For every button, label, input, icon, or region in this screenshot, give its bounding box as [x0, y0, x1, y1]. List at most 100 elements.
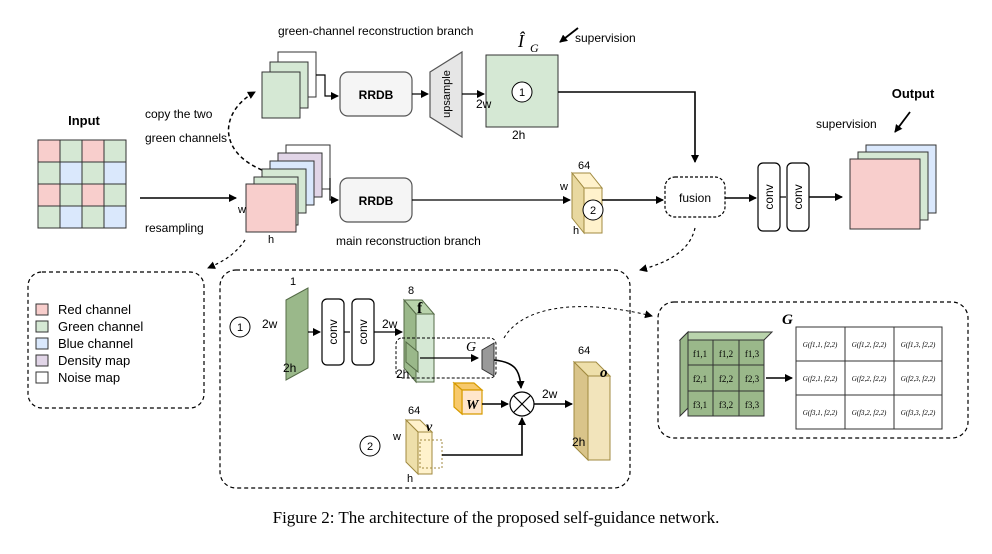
green-to-rrdb-arrow	[316, 74, 339, 100]
output-label: Output	[892, 86, 935, 101]
g-panel-title: G	[782, 312, 793, 328]
g-to-mul-arrow	[493, 359, 525, 389]
slice-2w-label: 2w	[262, 317, 278, 331]
g-block	[481, 342, 495, 377]
f-cell-2-2: f3,3	[745, 400, 760, 410]
g-cell-2-1: G(f3,2, f2,2)	[852, 409, 887, 417]
supervision-arrow-out	[894, 111, 911, 133]
stack-to-rrdb-arrow	[329, 178, 339, 204]
circle-2-detail-label: 2	[367, 441, 373, 453]
legend-swatch-1	[35, 320, 49, 333]
g-cell-0-0: G(f1,1, f2,2)	[803, 341, 838, 349]
v-to-mul-arrow	[442, 417, 526, 456]
g-label-detail: G	[466, 340, 476, 355]
multiply-x2	[513, 395, 531, 413]
rrdb-green-label: RRDB	[359, 88, 394, 102]
g-cell-2-2: G(f3,3, f2,2)	[901, 409, 936, 417]
fusion-box	[664, 176, 726, 218]
legend-label-4: Noise map	[58, 370, 120, 385]
to-legend-dashed	[207, 239, 246, 269]
copy-label-2: green channels	[145, 131, 227, 145]
figure-caption: Figure 2: The architecture of the propos…	[272, 508, 720, 527]
o-label: o	[600, 365, 608, 381]
upsample-label: upsample	[441, 70, 453, 118]
f-cell-1-2: f2,3	[745, 374, 760, 384]
f-cell-2-1: f3,2	[719, 400, 733, 410]
fusion-label: fusion	[679, 191, 711, 205]
f-2h-label: 2h	[396, 367, 409, 381]
conv-detail-2-label: conv	[356, 319, 370, 344]
circle-1-detail-label: 1	[237, 322, 243, 334]
v-patch-dashed	[419, 439, 443, 469]
v-64-label: 64	[408, 405, 420, 417]
legend-label-3: Density map	[58, 353, 130, 368]
o-cube	[572, 360, 612, 462]
g-grid: G(f1,1, f2,2) G(f1,2, f2,2) G(f1,3, f2,2…	[795, 326, 943, 430]
circle-2-top	[582, 199, 604, 221]
input-w: w	[237, 204, 246, 216]
legend: Red channel Green channel Blue channel D…	[35, 302, 143, 385]
legend-swatch-3	[35, 354, 49, 367]
g-cell-1-2: G(f2,3, f2,2)	[901, 375, 936, 383]
o-2w-label: 2w	[542, 387, 558, 401]
slice-1-label: 1	[290, 276, 296, 288]
g-cell-1-1: G(f2,2, f2,2)	[852, 375, 887, 383]
legend-panel	[27, 271, 205, 409]
v-w-label: w	[392, 431, 401, 443]
g-cell-0-2: G(f1,3, f2,2)	[901, 341, 936, 349]
output-stack	[849, 144, 937, 230]
legend-label-2: Blue channel	[58, 336, 133, 351]
o-64-label: 64	[578, 345, 590, 357]
input-slice	[285, 287, 309, 381]
cube-64-label: 64	[578, 160, 590, 172]
conv-top-1-label: conv	[762, 184, 776, 209]
g-cell-2-0: G(f3,1, f2,2)	[803, 409, 838, 417]
ig-hat-label: Î	[517, 30, 526, 51]
legend-swatch-0	[35, 303, 49, 316]
ig-to-fusion-arrow	[558, 91, 699, 163]
v-label: v	[426, 420, 433, 435]
conv-top-2-label: conv	[791, 184, 805, 209]
f-cell-2-0: f3,1	[693, 400, 707, 410]
ig-sub-label: G	[530, 41, 539, 55]
circle-1-top-label: 1	[519, 87, 525, 99]
ig-2w: 2w	[476, 97, 492, 111]
legend-swatch-4	[35, 371, 49, 384]
input-stack	[245, 144, 331, 233]
upsample-block	[429, 50, 463, 139]
v-cube	[404, 418, 434, 476]
to-detail-dashed	[639, 227, 696, 273]
resampling-label: resampling	[145, 221, 204, 235]
input-label: Input	[68, 113, 100, 128]
architecture-diagram: Input resampling copy the two green chan…	[27, 24, 969, 489]
main-branch-label: main reconstruction branch	[336, 234, 481, 248]
bayer-grid	[37, 139, 127, 229]
copy-dashed-arc	[227, 91, 263, 171]
green-stack	[261, 51, 317, 119]
circle-1-detail	[229, 316, 251, 338]
f-patch-dashed	[395, 337, 497, 379]
f-cell-1-1: f2,2	[719, 374, 733, 384]
conv-detail-1-label: conv	[326, 319, 340, 344]
f-cell-0-1: f1,2	[719, 349, 733, 359]
cube-h-label: h	[573, 225, 579, 237]
supervision-arrow-top	[559, 27, 579, 43]
legend-swatch-2	[35, 337, 49, 350]
slice-2h-label: 2h	[283, 361, 296, 375]
f-patch-cube	[405, 340, 419, 374]
green-branch-title: green-channel reconstruction branch	[278, 24, 473, 38]
o-2h-label: 2h	[572, 435, 585, 449]
f-2w-label: 2w	[382, 317, 398, 331]
input-h: h	[268, 234, 274, 246]
f-cell-0-0: f1,1	[693, 349, 707, 359]
f-cell-1-0: f2,1	[693, 374, 707, 384]
circle-2-detail	[359, 435, 381, 457]
legend-label-0: Red channel	[58, 302, 131, 317]
f-grid: f1,1 f1,2 f1,3 f2,1 f2,2 f2,3 f3,1 f3,2 …	[678, 330, 774, 418]
f-8-label: 8	[408, 285, 414, 297]
f-label: f	[417, 300, 423, 317]
supervision-label-out: supervision	[816, 117, 877, 131]
w-cube	[452, 381, 484, 416]
g-cell-0-1: G(f1,2, f2,2)	[852, 341, 887, 349]
circle-1-top	[511, 81, 533, 103]
